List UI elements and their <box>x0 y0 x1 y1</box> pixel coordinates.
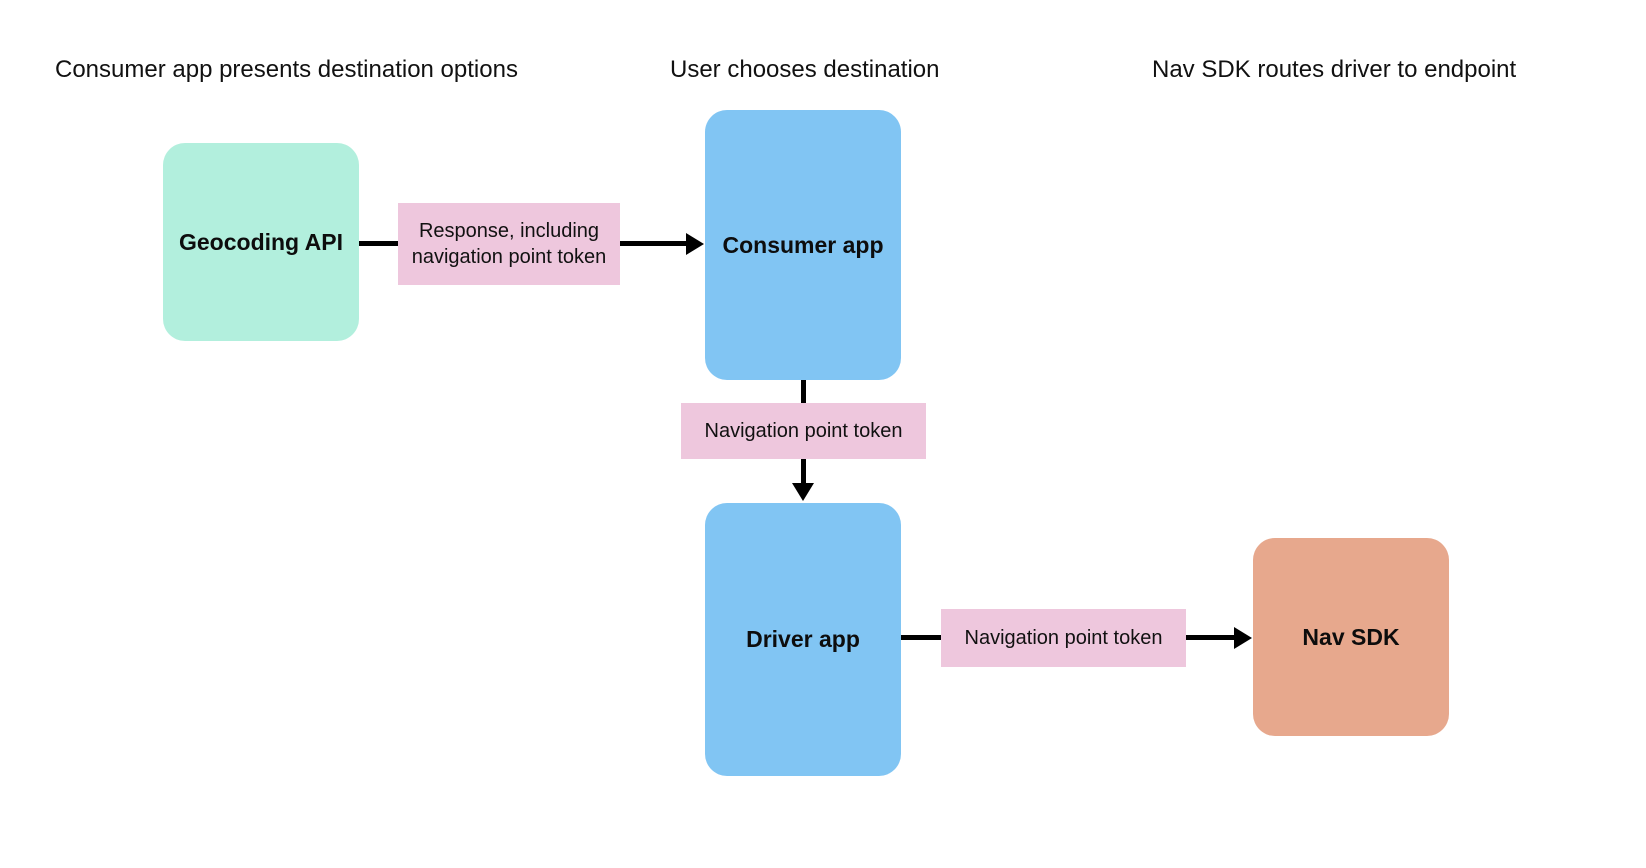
arrowhead-right-icon <box>686 233 704 255</box>
column-header-consumer-options: Consumer app presents destination option… <box>55 56 518 83</box>
connector-label-to-driver-app <box>801 455 806 487</box>
edge-label-navigation-point-token-driver-to-navsdk: Navigation point token <box>941 609 1186 667</box>
node-consumer-app[interactable]: Consumer app <box>705 110 901 380</box>
edge-label-navigation-point-token-consumer-to-driver: Navigation point token <box>681 403 926 459</box>
node-geocoding-api[interactable]: Geocoding API <box>163 143 359 341</box>
arrowhead-right-icon-2 <box>1234 627 1252 649</box>
arrowhead-down-icon <box>792 483 814 501</box>
column-header-nav-routes: Nav SDK routes driver to endpoint <box>1152 56 1517 83</box>
node-nav-sdk[interactable]: Nav SDK <box>1253 538 1449 736</box>
column-header-user-chooses: User chooses destination <box>670 56 940 83</box>
connector-consumer-app-to-label <box>801 380 806 408</box>
connector-label-to-nav-sdk <box>1186 635 1236 640</box>
connector-driver-app-to-label <box>901 635 942 640</box>
node-driver-app[interactable]: Driver app <box>705 503 901 776</box>
edge-label-response-navigation-point-token: Response, including navigation point tok… <box>398 203 620 285</box>
connector-label-to-consumer-app <box>620 241 688 246</box>
connector-geocoding-to-label <box>359 241 399 246</box>
